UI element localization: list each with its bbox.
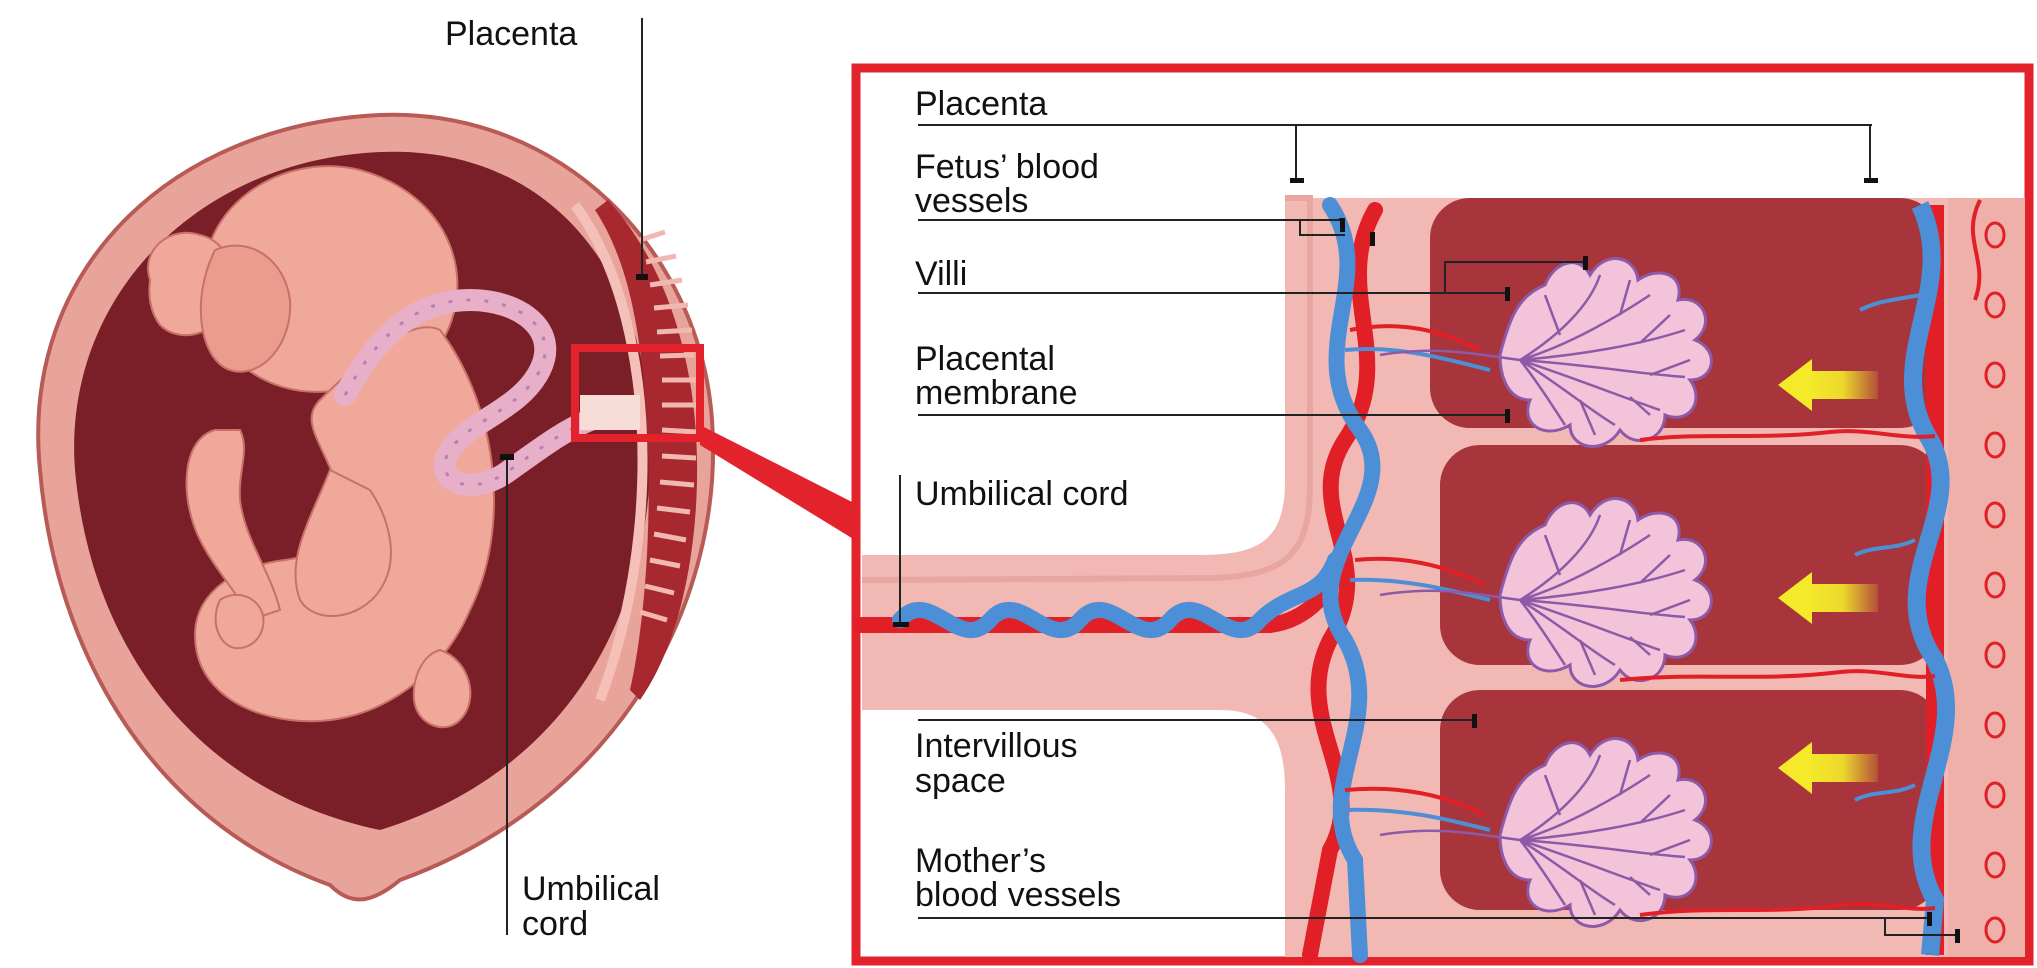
intervillous-space-label-line2: space [915, 762, 1006, 800]
umbilical-cord-left-label-line2: cord [522, 905, 588, 943]
villi-label: Villi [915, 255, 967, 293]
placenta-detail-label: Placenta [915, 85, 1047, 123]
umbilical-cord-detail-label: Umbilical cord [915, 475, 1129, 513]
umbilical-cord-left-label-line1: Umbilical [522, 870, 660, 908]
zoom-connector [700, 425, 858, 540]
intervillous-space-label-line1: Intervillous [915, 727, 1078, 765]
placenta-attachment [580, 395, 640, 430]
fetus-blood-vessels-label-line2: vessels [915, 182, 1028, 220]
mothers-blood-vessels-label-line2: blood vessels [915, 876, 1121, 914]
placental-membrane-label-line1: Placental [915, 340, 1055, 378]
fetus-blood-vessels-label-line1: Fetus’ blood [915, 148, 1099, 186]
mothers-blood-vessels-label-line1: Mother’s [915, 842, 1046, 880]
uterus-illustration [38, 115, 713, 900]
placental-membrane-label-line2: membrane [915, 374, 1078, 412]
placenta-left-label: Placenta [445, 15, 577, 53]
detail-panel [856, 68, 2029, 961]
